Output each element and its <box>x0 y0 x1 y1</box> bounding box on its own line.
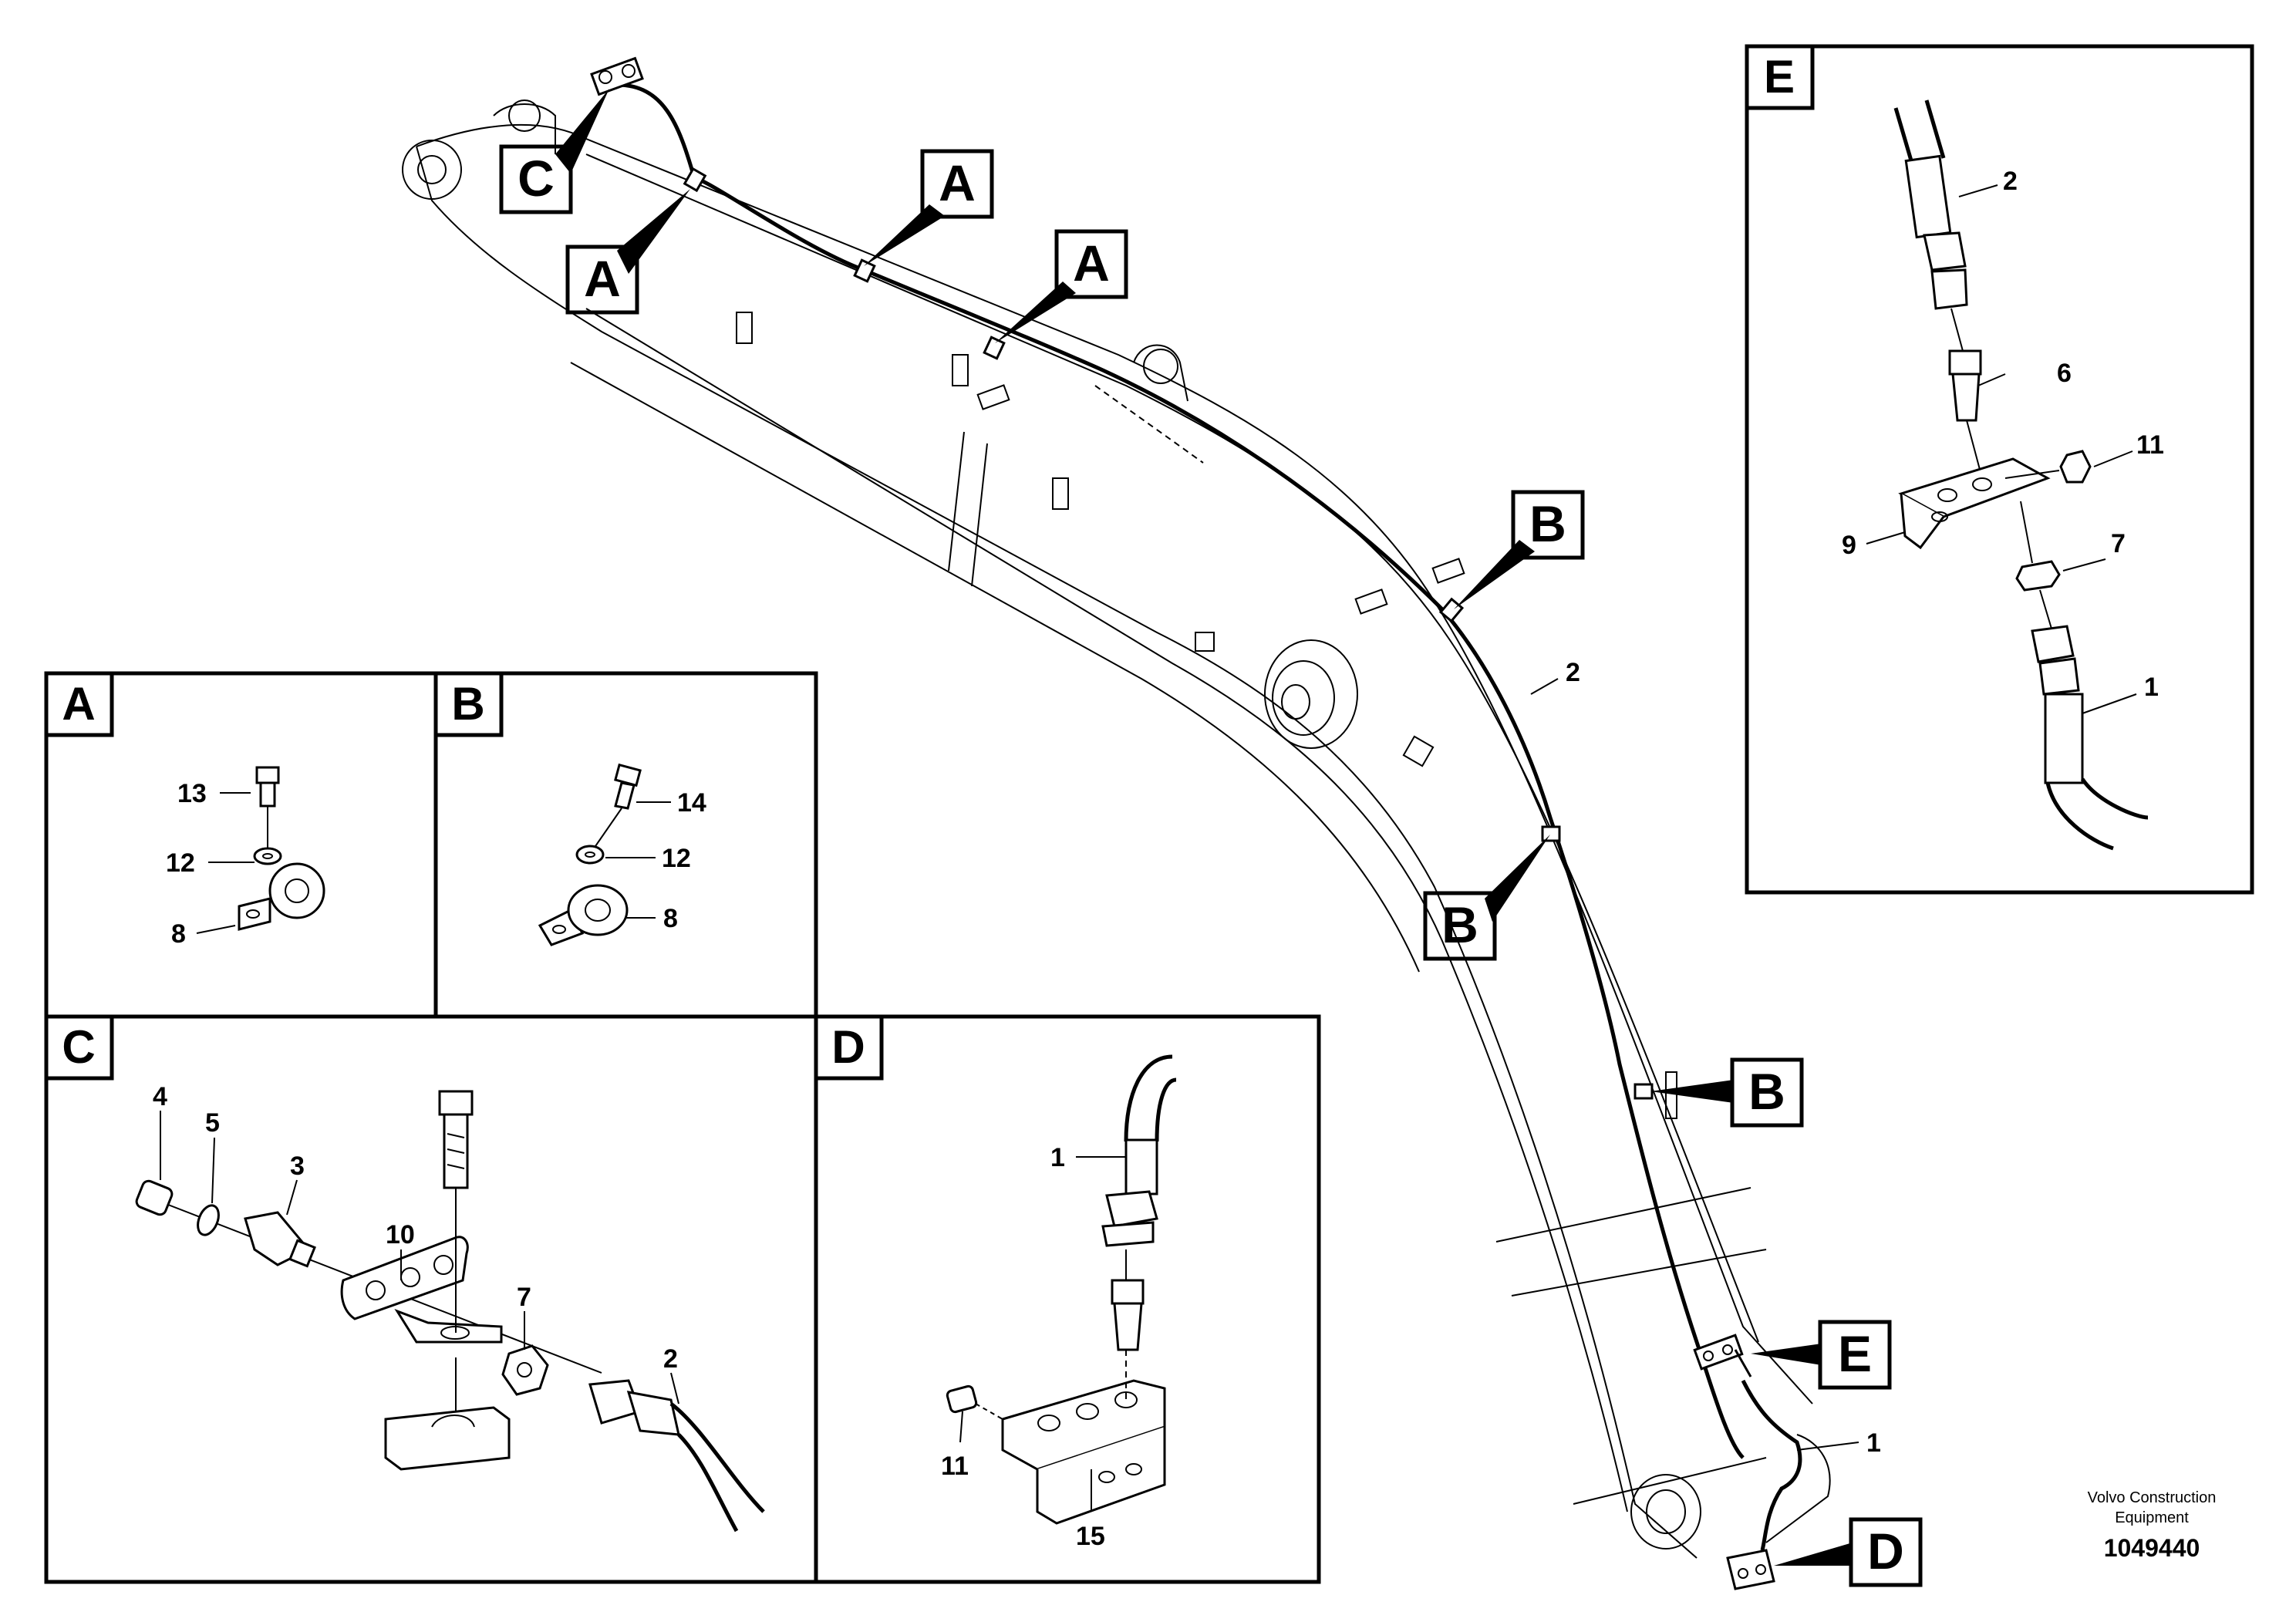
panel-e-title: E <box>1764 51 1795 103</box>
panel-c-label-4: 4 <box>153 1082 167 1111</box>
callout-label: B <box>1441 896 1478 953</box>
boom-arm-outline <box>402 99 1831 1559</box>
footer-reference: Volvo Construction Equipment 1049440 <box>2088 1489 2217 1562</box>
callout-e-main[interactable]: E <box>1751 1320 1892 1390</box>
detail-panel-b: B 14 12 8 <box>433 671 818 1019</box>
panel-c-title: C <box>62 1021 95 1073</box>
callout-label: C <box>518 150 555 207</box>
panel-c-label-5: 5 <box>205 1108 220 1138</box>
main-label-hose-2: 2 <box>1530 658 1580 695</box>
callout-label: A <box>1073 234 1110 292</box>
panel-c-label-7: 7 <box>517 1283 531 1312</box>
panel-a-label-12: 12 <box>166 848 195 878</box>
detail-panel-d: D 1 11 15 <box>814 1014 1321 1584</box>
detail-panel-e: E 2 6 <box>1745 44 2254 895</box>
callout-label: A <box>584 250 621 307</box>
hose-2-route <box>590 56 1752 1459</box>
panel-e-label-1: 1 <box>2144 673 2159 702</box>
callout-a-2[interactable]: A <box>864 149 994 266</box>
panel-e-label-2: 2 <box>2003 167 2018 196</box>
panel-d-label-11: 11 <box>941 1452 969 1481</box>
callout-b-2[interactable]: B <box>1423 835 1550 961</box>
panel-b-title: B <box>451 678 484 730</box>
hose-1-route <box>1726 1379 1802 1590</box>
callout-label: E <box>1838 1325 1872 1382</box>
panel-c-label-3: 3 <box>290 1152 305 1181</box>
callout-d-main[interactable]: D <box>1774 1517 1923 1587</box>
company-name-line1: Volvo Construction <box>2088 1489 2217 1506</box>
panel-e-label-11: 11 <box>2136 430 2164 460</box>
panel-d-title: D <box>831 1021 865 1073</box>
main-label-2: 2 <box>1566 658 1580 687</box>
panel-a-label-8: 8 <box>171 919 186 949</box>
callout-a-3[interactable]: A <box>995 229 1128 343</box>
panel-d-label-1: 1 <box>1050 1143 1065 1172</box>
panel-a-title: A <box>62 678 95 730</box>
panel-a-label-13: 13 <box>177 779 207 808</box>
callout-a-1[interactable]: A <box>565 189 690 315</box>
callout-label: B <box>1748 1063 1785 1120</box>
callout-label: B <box>1529 495 1566 552</box>
panel-c-label-2: 2 <box>663 1344 678 1374</box>
callout-c-top[interactable]: C <box>499 89 609 214</box>
callout-label: D <box>1867 1523 1904 1580</box>
company-name-line2: Equipment <box>2115 1509 2189 1526</box>
callout-b-1[interactable]: B <box>1454 490 1585 609</box>
callout-b-3[interactable]: B <box>1650 1057 1804 1128</box>
detail-panel-c: C <box>44 1014 818 1584</box>
diagram-reference-number: 1049440 <box>2104 1534 2200 1562</box>
panel-e-label-9: 9 <box>1842 531 1856 560</box>
panel-b-label-12: 12 <box>662 844 691 873</box>
panel-d-label-15: 15 <box>1076 1522 1105 1551</box>
panel-e-label-7: 7 <box>2111 529 2126 558</box>
main-label-hose-1: 1 <box>1796 1428 1881 1458</box>
panel-b-label-14: 14 <box>677 788 706 818</box>
panel-c-label-10: 10 <box>386 1220 415 1249</box>
detail-panel-a: A 13 12 8 <box>44 671 438 1019</box>
callout-label: A <box>939 154 976 211</box>
panel-e-label-6: 6 <box>2057 359 2072 388</box>
main-label-1: 1 <box>1866 1428 1881 1458</box>
panel-b-label-8: 8 <box>663 904 678 933</box>
